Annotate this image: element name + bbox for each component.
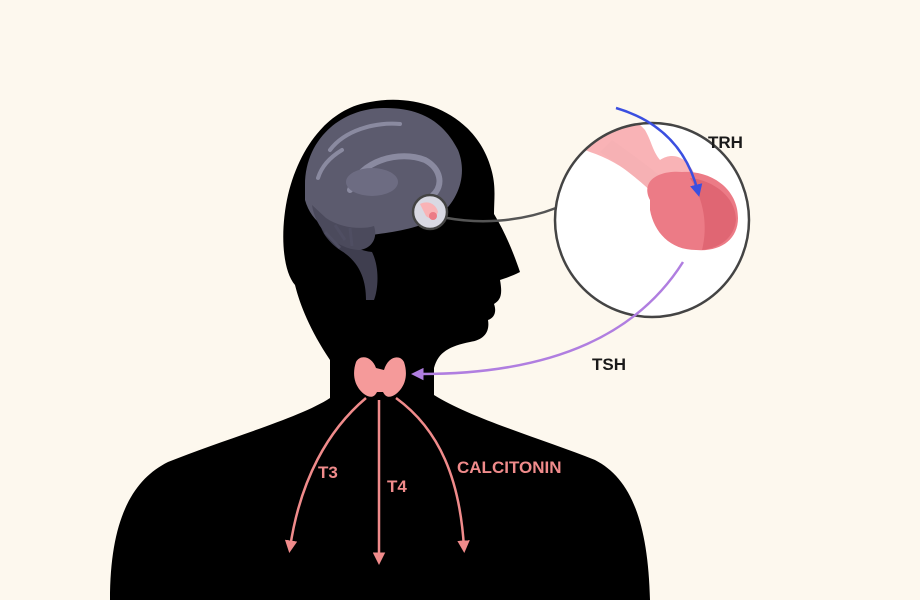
trh-label: TRH — [708, 133, 743, 152]
calcitonin-arrow — [395, 396, 470, 553]
pituitary-magnifier-icon — [411, 193, 449, 231]
tsh-label: TSH — [592, 355, 626, 374]
trh-arrow — [615, 106, 703, 197]
zoom-connector — [446, 206, 557, 223]
pituitary-zoom-circle — [553, 121, 751, 319]
calcitonin-label: CALCITONIN — [457, 458, 562, 477]
thyroid-gland-icon — [354, 357, 406, 397]
t3-label: T3 — [318, 463, 338, 482]
t4-label: T4 — [387, 477, 407, 496]
tsh-arrow — [411, 261, 685, 381]
t3-arrow — [284, 397, 367, 553]
body-silhouette — [110, 99, 650, 600]
